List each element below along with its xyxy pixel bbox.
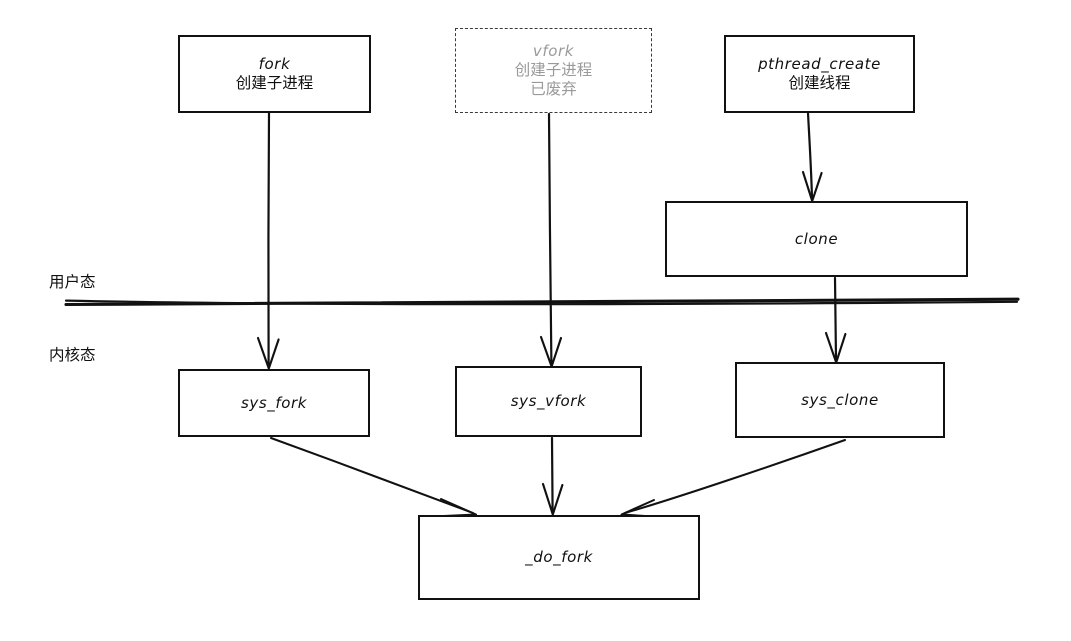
node-vfork-note: 已废弃	[530, 79, 577, 98]
label-kernel-mode: 内核态	[49, 346, 96, 364]
node-sys-vfork-api: sys_vfork	[510, 392, 587, 411]
edge-fork-to-sys-fork	[256, 111, 280, 370]
node-fork-desc: 创建子进程	[235, 73, 314, 92]
node-pthread-create[interactable]: pthread_create 创建线程	[724, 35, 915, 113]
node-vfork-desc: 创建子进程	[514, 60, 593, 79]
node-pthread-create-api: pthread_create	[758, 55, 881, 74]
node-vfork-api: vfork	[532, 42, 575, 61]
edge-clone-to-sys-clone	[824, 276, 847, 364]
node-sys-vfork[interactable]: sys_vfork	[455, 366, 642, 437]
edge-pthread-create-to-clone	[801, 111, 823, 203]
node-fork[interactable]: fork 创建子进程	[178, 35, 371, 113]
edge-sys-fork-to-do-fork	[270, 437, 477, 517]
node-sys-fork[interactable]: sys_fork	[178, 369, 370, 437]
node-clone-api: clone	[794, 229, 839, 248]
edge-sys-clone-to-do-fork	[620, 439, 846, 518]
node-pthread-create-desc: 创建线程	[788, 73, 851, 92]
node-vfork[interactable]: vfork 创建子进程 已废弃	[455, 28, 652, 113]
node-sys-fork-api: sys_fork	[240, 393, 308, 412]
node-do-fork-api: _do_fork	[525, 548, 593, 567]
label-user-mode: 用户态	[49, 273, 96, 291]
node-sys-clone[interactable]: sys_clone	[735, 362, 945, 438]
node-clone[interactable]: clone	[665, 201, 968, 277]
edge-sys-vfork-to-do-fork	[541, 436, 564, 516]
edge-vfork-to-sys-vfork	[539, 112, 563, 368]
node-fork-api: fork	[258, 55, 291, 74]
user-kernel-boundary	[64, 297, 1020, 307]
node-do-fork[interactable]: _do_fork	[418, 515, 700, 600]
node-sys-clone-api: sys_clone	[801, 390, 879, 409]
